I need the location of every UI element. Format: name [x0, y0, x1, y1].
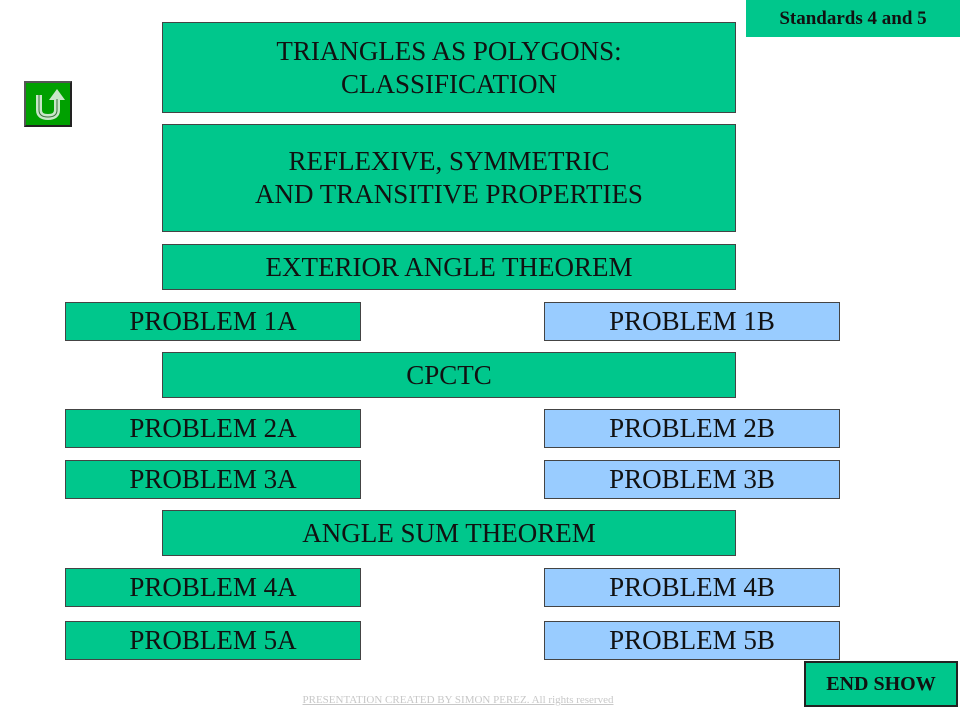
topic-exterior-angle-button[interactable]: EXTERIOR ANGLE THEOREM [162, 244, 736, 290]
credit-link[interactable]: PRESENTATION CREATED BY SIMON PEREZ. All… [302, 694, 614, 706]
problem-1a-label: PROBLEM 1A [129, 306, 297, 336]
topic-properties-label: REFLEXIVE, SYMMETRIC AND TRANSITIVE PROP… [255, 146, 643, 209]
problem-1b-label: PROBLEM 1B [609, 306, 775, 336]
topic-cpctc-label: CPCTC [406, 359, 492, 390]
problem-3b-label: PROBLEM 3B [609, 464, 775, 494]
problem-5b-button[interactable]: PROBLEM 5B [544, 621, 840, 660]
standards-label: Standards 4 and 5 [746, 0, 960, 37]
problem-2b-button[interactable]: PROBLEM 2B [544, 409, 840, 448]
return-home-button[interactable] [24, 81, 72, 127]
problem-4b-button[interactable]: PROBLEM 4B [544, 568, 840, 607]
topic-classification-button[interactable]: TRIANGLES AS POLYGONS: CLASSIFICATION [162, 22, 736, 113]
problem-3b-button[interactable]: PROBLEM 3B [544, 460, 840, 499]
problem-4a-label: PROBLEM 4A [129, 572, 297, 602]
problem-5a-button[interactable]: PROBLEM 5A [65, 621, 361, 660]
problem-4a-button[interactable]: PROBLEM 4A [65, 568, 361, 607]
problem-5b-label: PROBLEM 5B [609, 625, 775, 655]
topic-properties-button[interactable]: REFLEXIVE, SYMMETRIC AND TRANSITIVE PROP… [162, 124, 736, 232]
topic-classification-label: TRIANGLES AS POLYGONS: CLASSIFICATION [276, 35, 622, 99]
topic-angle-sum-label: ANGLE SUM THEOREM [302, 517, 596, 548]
problem-2a-button[interactable]: PROBLEM 2A [65, 409, 361, 448]
problem-3a-button[interactable]: PROBLEM 3A [65, 460, 361, 499]
problem-2a-label: PROBLEM 2A [129, 413, 297, 443]
topic-cpctc-button[interactable]: CPCTC [162, 352, 736, 398]
u-turn-arrow-icon [36, 89, 65, 121]
problem-4b-label: PROBLEM 4B [609, 572, 775, 602]
problem-2b-label: PROBLEM 2B [609, 413, 775, 443]
problem-1a-button[interactable]: PROBLEM 1A [65, 302, 361, 341]
topic-angle-sum-button[interactable]: ANGLE SUM THEOREM [162, 510, 736, 556]
end-show-button[interactable]: END SHOW [804, 661, 958, 707]
problem-1b-button[interactable]: PROBLEM 1B [544, 302, 840, 341]
problem-3a-label: PROBLEM 3A [129, 464, 297, 494]
problem-5a-label: PROBLEM 5A [129, 625, 297, 655]
topic-exterior-angle-label: EXTERIOR ANGLE THEOREM [265, 251, 633, 282]
